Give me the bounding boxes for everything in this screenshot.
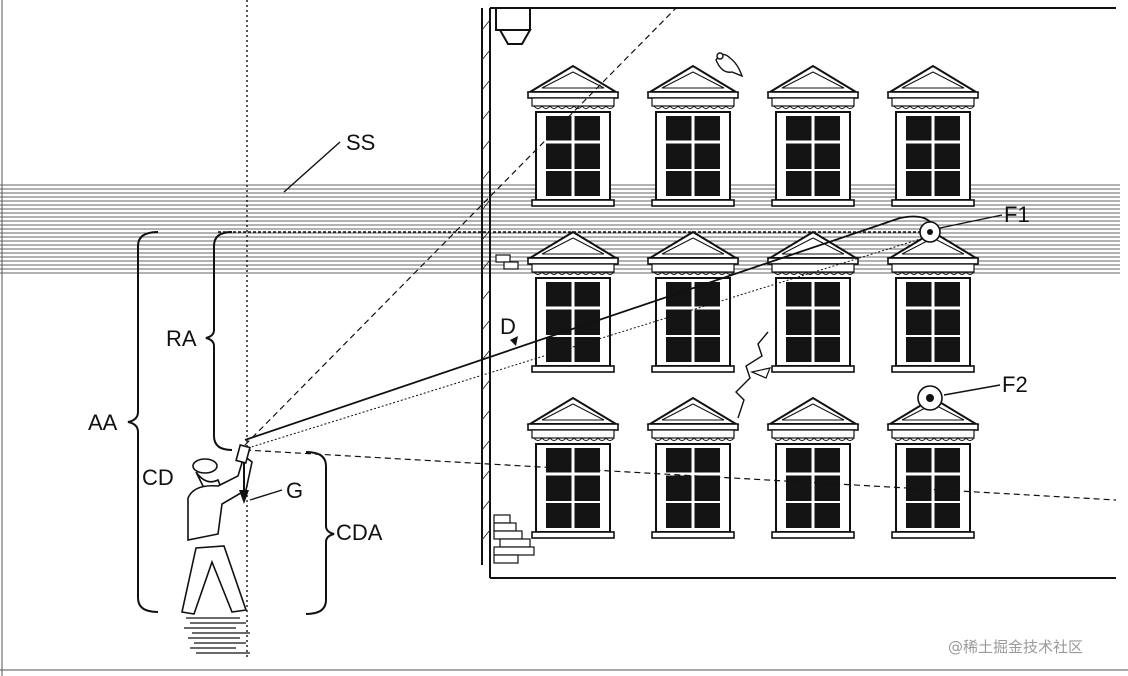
wall-edge-hatch: [481, 19, 491, 541]
exposed-bricks: [493, 254, 535, 564]
window-row-3: [526, 396, 980, 540]
watermark-text: @稀土掘金技术社区: [948, 638, 1083, 656]
label-ra: RA: [166, 326, 197, 351]
gravity-arrow: [239, 462, 283, 504]
label-f2: F2: [1002, 372, 1028, 397]
person-with-device-icon: [181, 443, 253, 615]
label-aa: AA: [88, 410, 118, 435]
cda-bracket: [305, 451, 335, 615]
label-ss: SS: [346, 130, 375, 155]
crack-chip: [750, 367, 771, 379]
label-cd: CD: [142, 465, 174, 490]
aa-bracket: [127, 231, 159, 613]
feature-f2-marker: [917, 384, 1001, 411]
ss-leader: [283, 141, 341, 193]
label-g: G: [286, 478, 303, 503]
ground-shadow: [184, 617, 250, 654]
wall-crack: [735, 331, 769, 419]
label-cda: CDA: [336, 520, 383, 545]
building: [481, 7, 1116, 579]
label-d: D: [500, 314, 516, 339]
ra-bracket: [205, 231, 233, 451]
label-f1: F1: [1004, 202, 1030, 227]
pigeon-icon: [715, 52, 744, 78]
feature-f1-marker: [919, 214, 1003, 243]
d-tick: [510, 336, 518, 346]
